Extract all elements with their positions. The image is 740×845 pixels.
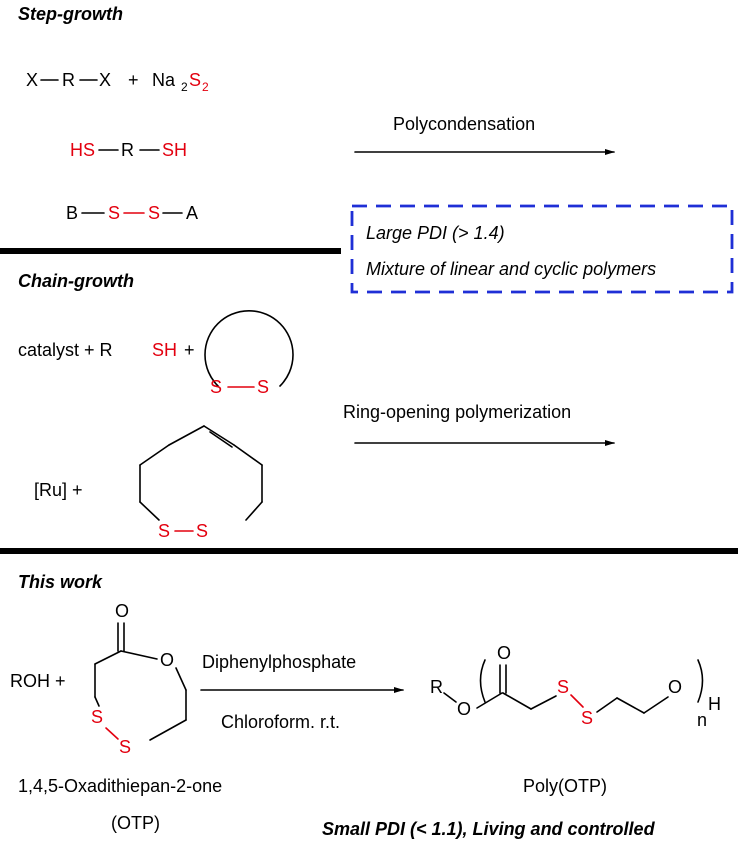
catalyst-rsh-label: catalyst + R <box>18 340 113 360</box>
atom-x-left: X <box>26 70 38 90</box>
step-growth-section: Step-growth X R X + Na 2 S 2 HS R SH B S <box>18 4 734 294</box>
repeat-bracket-right <box>697 659 704 703</box>
chain-growth-header: Chain-growth <box>18 271 134 291</box>
ring-bond <box>120 650 158 660</box>
sulfur-2: S <box>148 203 160 223</box>
polymer-sulfur-2: S <box>581 708 593 728</box>
ring-bond <box>245 501 263 521</box>
step-growth-header: Step-growth <box>18 4 123 24</box>
poly-otp-structure: R O O S S O H n <box>430 643 721 730</box>
thiol-right: SH <box>162 140 187 160</box>
double-bond-line <box>209 431 233 448</box>
ring-sulfur-2: S <box>196 521 208 541</box>
ether-oxygen: O <box>668 677 682 697</box>
thiol-left: HS <box>70 140 95 160</box>
ring-bond <box>94 650 122 665</box>
monomer-abbreviation: (OTP) <box>111 813 160 833</box>
reaction-disulfide: B S S A <box>66 203 198 223</box>
sulfur-1: S <box>108 203 120 223</box>
cyclic-ring-arc <box>204 309 294 387</box>
conditions-label: Chloroform. r.t. <box>221 712 340 732</box>
ring-bond <box>203 425 235 446</box>
ring-bond <box>139 501 160 521</box>
chain-bond <box>476 692 503 709</box>
ring-sulfur-1: S <box>210 377 222 397</box>
reaction-dithiol: HS R SH <box>70 140 187 160</box>
chain-bond <box>443 692 457 703</box>
polymer-carbonyl-oxygen: O <box>497 643 511 663</box>
this-work-section: This work ROH + O O S S 1,4,5-Oxadithiep… <box>10 572 721 839</box>
bond-line-ss <box>570 694 584 708</box>
plus-sign: + <box>128 70 139 90</box>
sodium-subscript: 2 <box>181 80 188 94</box>
this-work-header: This work <box>18 572 103 592</box>
otp-monomer: O O S S <box>91 601 187 757</box>
sulfur-subscript: 2 <box>202 80 209 94</box>
cyclooctene-disulfide: S S <box>139 425 263 541</box>
sodium-label: Na <box>152 70 176 90</box>
atom-x-right: X <box>99 70 111 90</box>
repeat-bracket-left <box>479 659 486 703</box>
repeat-index: n <box>697 710 707 730</box>
conclusion-text: Small PDI (< 1.1), Living and controlled <box>322 819 656 839</box>
roh-label: ROH + <box>10 671 66 691</box>
chain-growth-section: Chain-growth catalyst + R SH + S S [Ru] … <box>18 271 615 541</box>
ring-bond <box>233 444 263 466</box>
ester-oxygen: O <box>457 699 471 719</box>
pdi-note-line-1: Large PDI (> 1.4) <box>366 223 505 243</box>
sulfur-label: S <box>189 70 201 90</box>
chain-bond <box>502 692 532 710</box>
plus-sign: + <box>184 340 195 360</box>
ruthenium-label: [Ru] + <box>34 480 83 500</box>
rop-label: Ring-opening polymerization <box>343 402 571 422</box>
terminal-hydrogen: H <box>708 694 721 714</box>
chain-bond <box>616 697 645 714</box>
ring-bond <box>94 696 100 707</box>
chain-bond <box>530 695 557 710</box>
pdi-note-box <box>350 204 734 294</box>
atom-r: R <box>62 70 75 90</box>
thiol-sh: SH <box>152 340 177 360</box>
catalyst-label: Diphenylphosphate <box>202 652 356 672</box>
polymer-name: Poly(OTP) <box>523 776 607 796</box>
reaction-dihalide: X R X + Na 2 S 2 <box>26 70 209 94</box>
ring-sulfur-2: S <box>257 377 269 397</box>
carbonyl-oxygen: O <box>115 601 129 621</box>
chain-bond <box>643 696 669 714</box>
monomer-name: 1,4,5-Oxadithiepan-2-one <box>18 776 222 796</box>
ring-bond <box>139 444 170 466</box>
ring-sulfur-2: S <box>119 737 131 757</box>
polycondensation-label: Polycondensation <box>393 114 535 134</box>
atom-r: R <box>430 677 443 697</box>
pdi-note-line-2: Mixture of linear and cyclic polymers <box>366 259 656 279</box>
chain-bond <box>596 697 618 713</box>
atom-a: A <box>186 203 198 223</box>
ring-bond <box>168 425 205 446</box>
ring-sulfur-1: S <box>91 707 103 727</box>
ring-sulfur-1: S <box>158 521 170 541</box>
polymer-sulfur-1: S <box>557 677 569 697</box>
ring-oxygen: O <box>160 650 174 670</box>
atom-r: R <box>121 140 134 160</box>
ring-bond <box>175 667 187 691</box>
atom-b: B <box>66 203 78 223</box>
bond-line-ss <box>105 727 119 740</box>
ring-bond <box>149 719 187 741</box>
